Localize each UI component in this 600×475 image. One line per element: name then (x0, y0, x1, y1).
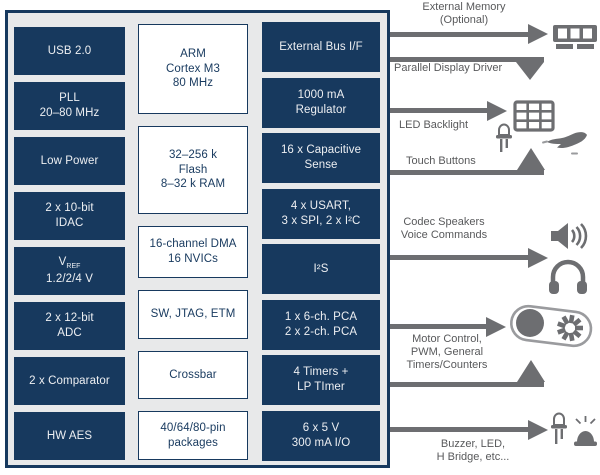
timers-arrow (390, 382, 544, 387)
block-external-bus: External Bus I/F (262, 22, 380, 72)
block-timers: 4 Timers + LP TImer (262, 355, 380, 405)
block-idac: 2 x 10-bit IDAC (14, 192, 125, 240)
touch-buttons-arrow (390, 170, 544, 175)
peripheral-column-right: External Bus I/F 1000 mA Regulator 16 x … (262, 22, 380, 461)
led-icon (496, 123, 512, 152)
block-arm-core: ARM Cortex M3 80 MHz (138, 24, 248, 114)
touch-buttons-arrowhead (517, 148, 545, 170)
buzzer-arrowhead (528, 420, 548, 440)
core-column-middle: ARM Cortex M3 80 MHz 32–256 k Flash 8–32… (138, 24, 248, 460)
block-io: 6 x 5 V 300 mA I/O (262, 410, 380, 461)
led-backlight-arrow (390, 108, 487, 113)
block-packages: 40/64/80-pin packages (138, 411, 248, 460)
parallel-display-arrow (390, 57, 544, 62)
peripheral-column-left: USB 2.0 PLL 20–80 MHz Low Power 2 x 10-b… (14, 27, 125, 460)
external-memory-arrow (390, 32, 528, 37)
parallel-display-arrowhead (516, 62, 544, 80)
external-memory-label: External Memory (Optional) (422, 1, 506, 26)
block-capacitive-sense: 16 x Capacitive Sense (262, 133, 380, 183)
headphones-icon (549, 259, 587, 294)
timers-arrowhead (517, 360, 545, 382)
codec-label: Codec Speakers Voice Commands (400, 216, 488, 241)
touch-buttons-label: Touch Buttons (406, 155, 476, 167)
block-usb: USB 2.0 (14, 27, 125, 75)
codec-arrowhead (528, 248, 548, 268)
block-crossbar: Crossbar (138, 351, 248, 399)
motor-arrow (390, 324, 486, 329)
buzzer-arrow (390, 427, 528, 432)
motor-label: Motor Control, PWM, General Timers/Count… (406, 333, 488, 371)
motor-arrowhead (486, 317, 506, 337)
block-comparator: 2 x Comparator (14, 357, 125, 405)
block-dma-nvic: 16-channel DMA 16 NVICs (138, 226, 248, 278)
block-low-power: Low Power (14, 137, 125, 185)
block-pll: PLL 20–80 MHz (14, 82, 125, 130)
motor-belt-icon (509, 304, 593, 348)
memory-module-icon (553, 25, 597, 49)
block-hw-aes: HW AES (14, 412, 125, 460)
buzzer-label: Buzzer, LED, H Bridge, etc... (436, 438, 510, 463)
siren-icon (574, 416, 597, 446)
block-pca: 1 x 6-ch. PCA 2 x 2-ch. PCA (262, 299, 380, 350)
parallel-display-label: Parallel Display Driver (394, 62, 503, 74)
block-usart-spi-i2c: 4 x USART, 3 x SPI, 2 x I²C (262, 188, 380, 239)
hand-icon (542, 132, 587, 155)
block-debug: SW, JTAG, ETM (138, 290, 248, 339)
block-i2s: I²S (262, 244, 380, 294)
lcd-grid-icon (513, 100, 555, 132)
led-icon-2 (551, 412, 567, 444)
led-backlight-arrowhead (487, 101, 507, 121)
speaker-icon (551, 223, 588, 249)
mcu-block-diagram-box: USB 2.0 PLL 20–80 MHz Low Power 2 x 10-b… (5, 10, 390, 468)
block-adc: 2 x 12-bit ADC (14, 302, 125, 350)
block-flash-ram: 32–256 k Flash 8–32 k RAM (138, 126, 248, 214)
led-backlight-label: LED Backlight (399, 119, 469, 131)
external-memory-arrowhead (528, 24, 548, 44)
block-regulator: 1000 mA Regulator (262, 77, 380, 128)
codec-arrow (390, 255, 528, 260)
